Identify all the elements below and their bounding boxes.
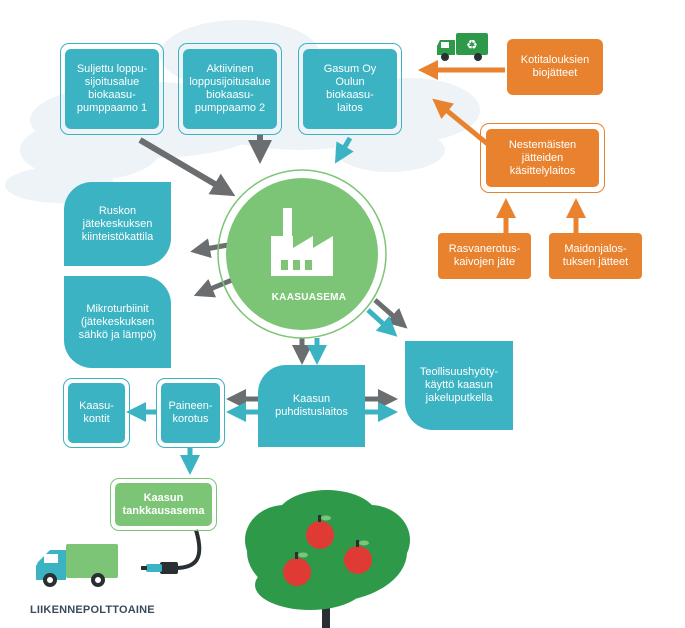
factory-icon [271,208,333,276]
dairy-waste-box: Maidonjalos- tuksen jätteet [549,233,642,279]
containers-frame [63,378,130,448]
fuel-hose [174,529,202,570]
filling-station-box: Kaasun tankkausasema [115,483,212,526]
fuel-nozzle-icon [141,562,178,574]
gasum-box: Gasum Oy Oulun biokaasu- laitos [303,49,397,129]
landfill-1-frame [60,43,164,135]
traffic-fuel-label: LIIKENNEPOLTTOAINE [30,604,155,616]
landfill-1-box: Suljettu loppu- sijoitusalue biokaasu- p… [65,49,159,129]
gasum-frame [298,43,402,135]
arrow-landfill1-to-station [138,137,236,197]
landfill-2-box: Aktiivinen loppusijoitusalue biokaasu- p… [183,49,277,129]
compression-box: Paineen- korotus [161,383,220,443]
industrial-use-box: Teollisuushyöty- käyttö kaasun jakeluput… [405,341,513,430]
arrow-to-heating [190,238,229,259]
liquid-waste-plant-box: Nestemäisten jätteiden käsittelylaitos [486,129,599,187]
station-title: KAASUASEMA [271,292,347,303]
heating-plant-box: Ruskon jätekeskuksen kiinteistökattila [64,182,171,266]
microturbines-box: Mikroturbiinit (jätekeskuksen sähkö ja l… [64,276,171,368]
liquid-waste-frame [480,123,605,193]
svg-text:♻: ♻ [466,38,478,53]
compression-frame [156,378,225,448]
gas-containers-box: Kaasu- kontit [68,383,125,443]
station-outer-ring [217,169,387,339]
landfill-2-frame [178,43,282,135]
arrow-to-microturbines [193,277,233,298]
recycling-truck-icon: ♻ [437,33,488,61]
purification-box: Kaasun puhdistuslaitos [258,365,365,447]
arrow-gasum-to-station [334,136,354,164]
household-biowaste-box: Kotitalouksien biojätteet [507,39,603,95]
arrow-liquid-to-gasum [432,98,497,152]
filling-station-frame [110,478,217,531]
arrow-to-industry-teal [366,308,398,337]
apple-tree-icon [245,490,410,628]
grease-trap-waste-box: Rasvanerotus- kaivojen jäte [438,233,531,279]
delivery-truck-icon [36,544,118,587]
